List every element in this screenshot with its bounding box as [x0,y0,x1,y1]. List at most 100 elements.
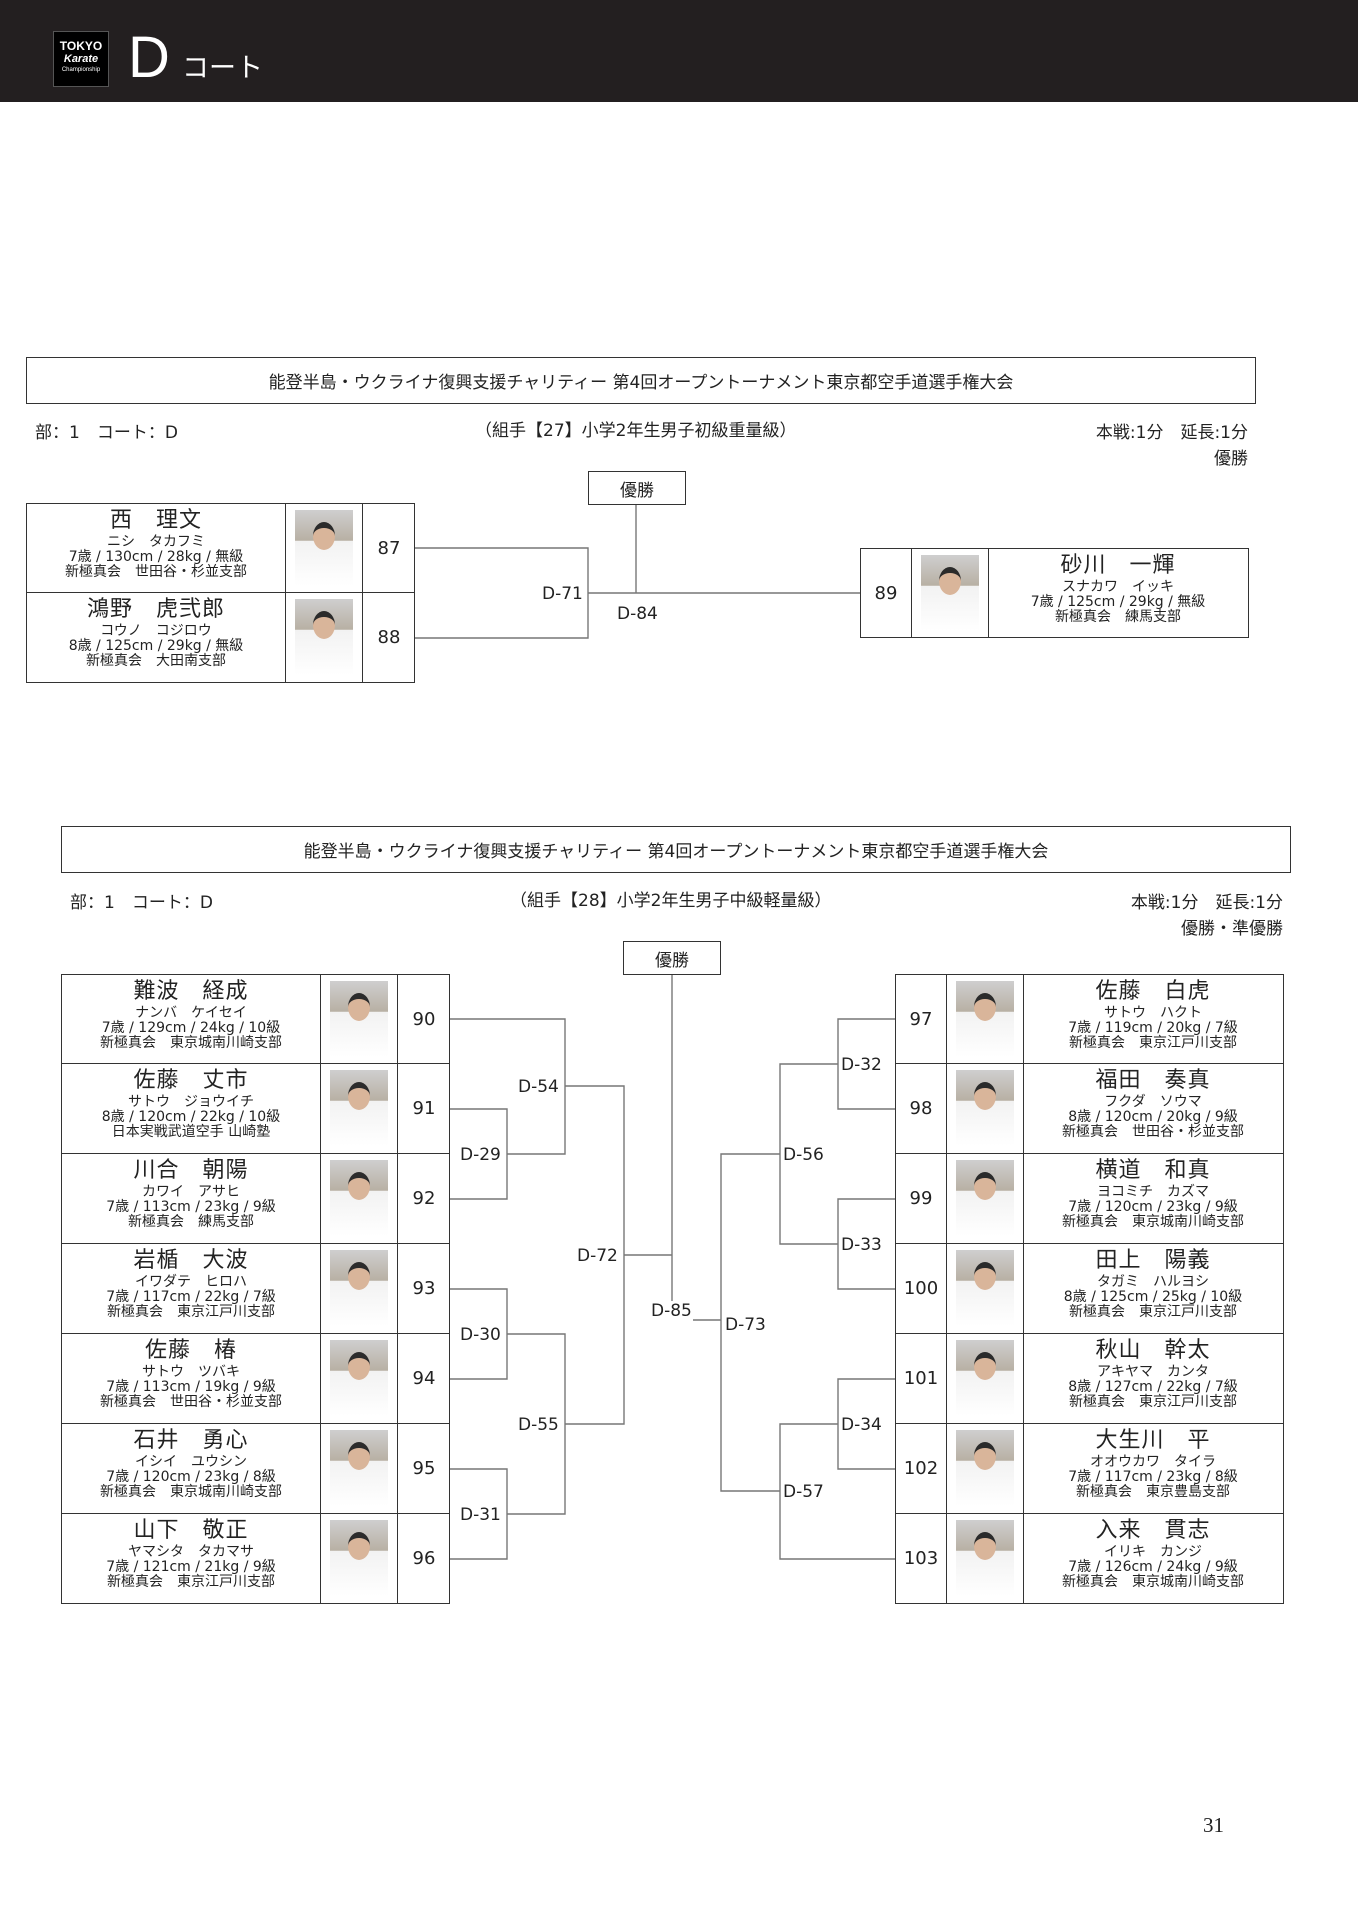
competitor-photo [956,1160,1014,1236]
competitor-kana: サトウ ジョウイチ [62,1095,320,1110]
competitor-name: 横道 和真 [1024,1157,1282,1185]
competitor-stats: 7歳 / 117cm / 22kg / 7級 [62,1290,320,1305]
match-label-d56: D-56 [782,1145,825,1165]
competitor-stats: 7歳 / 126cm / 24kg / 9級 [1024,1560,1282,1575]
competitor-stats: 8歳 / 120cm / 20kg / 9級 [1024,1110,1282,1125]
competitor-photo [330,1250,388,1326]
competitor-photo [921,555,979,631]
competitor-card-89: 89 砂川 一輝 スナカワ イッキ 7歳 / 125cm / 29kg / 無級… [860,548,1249,638]
match-label-d73: D-73 [724,1315,767,1335]
competitor-card-91: 佐藤 丈市 サトウ ジョウイチ 8歳 / 120cm / 22kg / 10級 … [61,1064,450,1154]
competitor-kana: イシイ ユウシン [62,1455,320,1470]
match-label-d71: D-71 [541,584,584,604]
competitor-kana: サトウ ハクト [1024,1006,1282,1021]
competitor-name: 福田 奏真 [1024,1067,1282,1095]
competitor-card-90: 難波 経成 ナンバ ケイセイ 7歳 / 129cm / 24kg / 10級 新… [61,974,450,1064]
competitor-kana: ニシ タカフミ [27,535,285,550]
page-number: 31 [1203,1813,1224,1838]
competitor-card-87: 西 理文 ニシ タカフミ 7歳 / 130cm / 28kg / 無級 新極真会… [26,503,415,593]
competitor-club: 新極真会 東京江戸川支部 [1024,1036,1282,1051]
match-label-d33: D-33 [840,1235,883,1255]
competitor-photo [330,1430,388,1506]
bracket2-division: （組手【28】小学2年生男子中級軽量級） [510,886,831,911]
competitor-kana: カワイ アサヒ [62,1185,320,1200]
competitor-kana: ヨコミチ カズマ [1024,1185,1282,1200]
competitor-club: 新極真会 大田南支部 [27,654,285,669]
competitor-kana: ヤマシタ タカマサ [62,1545,320,1560]
competitor-card-88: 鴻野 虎弐郎 コウノ コジロウ 8歳 / 125cm / 29kg / 無級 新… [26,593,415,683]
bracket1-prizes: 優勝 [1214,444,1248,469]
competitor-kana: タガミ ハルヨシ [1024,1275,1282,1290]
competitor-name: 岩楯 大波 [62,1247,320,1275]
competitor-photo [330,1160,388,1236]
competitor-stats: 8歳 / 127cm / 22kg / 7級 [1024,1380,1282,1395]
bracket1-part-court: 部：1 コート：D [35,418,178,443]
competitor-kana: イワダテ ヒロハ [62,1275,320,1290]
competitor-kana: オオウカワ タイラ [1024,1455,1282,1470]
competitor-name: 難波 経成 [62,978,320,1006]
competitor-number: 99 [896,1154,946,1243]
bracket2-prizes: 優勝・準優勝 [1181,914,1283,939]
competitor-stats: 7歳 / 129cm / 24kg / 10級 [62,1021,320,1036]
competitor-name: 砂川 一輝 [989,552,1247,580]
competitor-name: 入来 貫志 [1024,1517,1282,1545]
competitor-kana: フクダ ソウマ [1024,1095,1282,1110]
competitor-kana: サトウ ツバキ [62,1365,320,1380]
competitor-stats: 7歳 / 113cm / 19kg / 9級 [62,1380,320,1395]
competitor-number: 103 [896,1514,946,1603]
competitor-kana: コウノ コジロウ [27,624,285,639]
bracket2-time: 本戦:1分 延長:1分 [1131,888,1283,913]
competitor-number: 102 [896,1424,946,1513]
competitor-card-93: 岩楯 大波 イワダテ ヒロハ 7歳 / 117cm / 22kg / 7級 新極… [61,1244,450,1334]
competitor-kana: イリキ カンジ [1024,1545,1282,1560]
competitor-club: 新極真会 東京江戸川支部 [62,1305,320,1320]
competitor-club: 新極真会 練馬支部 [62,1215,320,1230]
competitor-number: 101 [896,1334,946,1423]
bracket2-winner-box: 優勝 [623,941,721,975]
competitor-card-103: 103 入来 貫志 イリキ カンジ 7歳 / 126cm / 24kg / 9級… [895,1514,1284,1604]
competitor-stats: 8歳 / 125cm / 29kg / 無級 [27,639,285,654]
competitor-stats: 7歳 / 113cm / 23kg / 9級 [62,1200,320,1215]
competitor-photo [330,1070,388,1146]
competitor-number: 88 [364,593,414,682]
competitor-name: 佐藤 丈市 [62,1067,320,1095]
bracket1-winner-box: 優勝 [588,471,686,505]
competitor-stats: 8歳 / 125cm / 25kg / 10級 [1024,1290,1282,1305]
match-label-d85: D-85 [650,1301,693,1321]
competitor-club: 新極真会 世田谷・杉並支部 [62,1395,320,1410]
competitor-name: 秋山 幹太 [1024,1337,1282,1365]
competitor-number: 90 [399,975,449,1063]
competitor-photo [956,1250,1014,1326]
competitor-club: 新極真会 東京城南川崎支部 [1024,1215,1282,1230]
competitor-number: 93 [399,1244,449,1333]
competitor-photo [956,1340,1014,1416]
competitor-card-98: 98 福田 奏真 フクダ ソウマ 8歳 / 120cm / 20kg / 9級 … [895,1064,1284,1154]
competitor-name: 田上 陽義 [1024,1247,1282,1275]
competitor-stats: 7歳 / 130cm / 28kg / 無級 [27,550,285,565]
competitor-club: 新極真会 東京江戸川支部 [1024,1395,1282,1410]
competitor-photo [330,1520,388,1596]
competitor-name: 川合 朝陽 [62,1157,320,1185]
bracket1-time: 本戦:1分 延長:1分 [1096,418,1248,443]
competitor-club: 新極真会 東京豊島支部 [1024,1485,1282,1500]
competitor-number: 100 [896,1244,946,1333]
competitor-photo [956,1070,1014,1146]
competitor-card-95: 石井 勇心 イシイ ユウシン 7歳 / 120cm / 23kg / 8級 新極… [61,1424,450,1514]
competitor-card-92: 川合 朝陽 カワイ アサヒ 7歳 / 113cm / 23kg / 9級 新極真… [61,1154,450,1244]
match-label-d29: D-29 [459,1145,502,1165]
competitor-card-96: 山下 敬正 ヤマシタ タカマサ 7歳 / 121cm / 21kg / 9級 新… [61,1514,450,1604]
competitor-stats: 7歳 / 120cm / 23kg / 8級 [62,1470,320,1485]
competitor-number: 87 [364,504,414,592]
competitor-stats: 8歳 / 120cm / 22kg / 10級 [62,1110,320,1125]
competitor-name: 佐藤 白虎 [1024,978,1282,1006]
match-label-d72: D-72 [576,1246,619,1266]
match-label-d34: D-34 [840,1415,883,1435]
competitor-photo [956,981,1014,1057]
competitor-club: 日本実戦武道空手 山崎塾 [62,1125,320,1140]
competitor-card-94: 佐藤 椿 サトウ ツバキ 7歳 / 113cm / 19kg / 9級 新極真会… [61,1334,450,1424]
competitor-club: 新極真会 東京城南川崎支部 [62,1485,320,1500]
competitor-number: 95 [399,1424,449,1513]
competitor-name: 大生川 平 [1024,1427,1282,1455]
competitor-name: 鴻野 虎弐郎 [27,596,285,624]
competitor-club: 新極真会 世田谷・杉並支部 [1024,1125,1282,1140]
